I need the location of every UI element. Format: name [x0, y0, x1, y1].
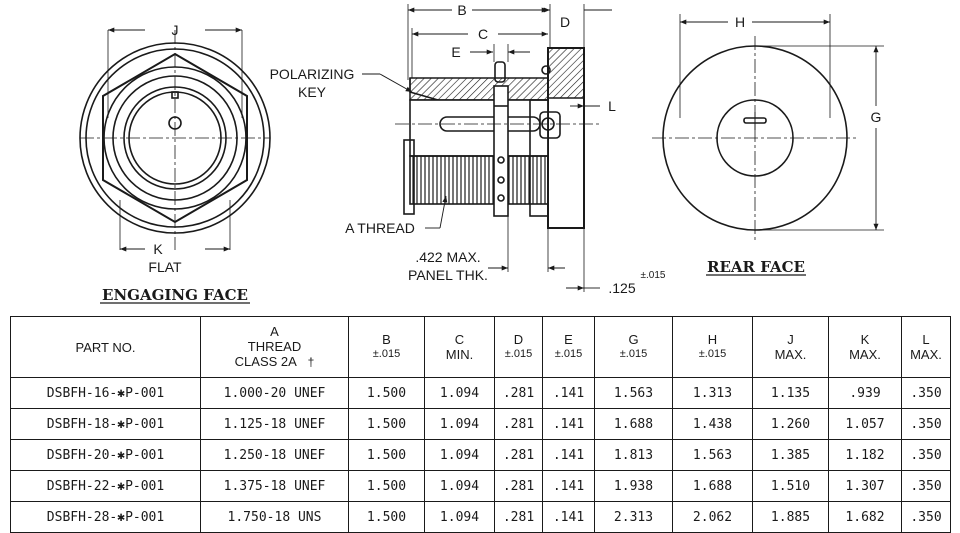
cell-g: 2.313 — [594, 501, 673, 533]
cell-g: 1.813 — [594, 439, 673, 471]
engaging-face-view — [79, 27, 271, 252]
header-b: B±.015 — [348, 316, 425, 378]
cell-thread: 1.000-20 UNEF — [200, 377, 349, 409]
cell-part-no: DSBFH-20-✱P-001 — [10, 439, 201, 471]
cell-k: .939 — [828, 377, 902, 409]
cell-e: .141 — [542, 377, 595, 409]
cell-part-no: DSBFH-28-✱P-001 — [10, 501, 201, 533]
cell-c: 1.094 — [424, 439, 495, 471]
table-row: DSBFH-16-✱P-001 1.000-20 UNEF 1.500 1.09… — [10, 377, 951, 409]
cell-l: .350 — [901, 439, 951, 471]
cell-c: 1.094 — [424, 470, 495, 502]
dim-g-label: G — [871, 109, 882, 125]
cell-j: 1.885 — [752, 501, 829, 533]
flange-tolerance-label: ±.015 — [641, 270, 666, 281]
cell-k: 1.307 — [828, 470, 902, 502]
cell-part-no: DSBFH-18-✱P-001 — [10, 408, 201, 440]
cell-d: .281 — [494, 501, 543, 533]
cell-h: 1.313 — [672, 377, 753, 409]
cell-e: .141 — [542, 439, 595, 471]
cell-l: .350 — [901, 501, 951, 533]
header-d: D±.015 — [494, 316, 543, 378]
cell-c: 1.094 — [424, 501, 495, 533]
connector-drawing: J K FLAT ENGAGING FACE — [79, 2, 884, 304]
cell-l: .350 — [901, 377, 951, 409]
cell-h: 1.563 — [672, 439, 753, 471]
dim-e-label: E — [451, 44, 460, 60]
cell-b: 1.500 — [348, 408, 425, 440]
cell-h: 2.062 — [672, 501, 753, 533]
dim-c-label: C — [478, 26, 488, 42]
polarizing-key-label: POLARIZING — [270, 66, 355, 82]
table-row: DSBFH-28-✱P-001 1.750-18 UNS 1.500 1.094… — [10, 501, 951, 533]
header-part-no: PART NO. — [10, 316, 201, 378]
flat-label: FLAT — [148, 259, 182, 275]
cell-g: 1.688 — [594, 408, 673, 440]
cell-l: .350 — [901, 470, 951, 502]
cell-j: 1.385 — [752, 439, 829, 471]
dagger-mark: † — [307, 355, 315, 369]
cell-thread: 1.250-18 UNEF — [200, 439, 349, 471]
table-row: DSBFH-22-✱P-001 1.375-18 UNEF 1.500 1.09… — [10, 470, 951, 502]
cell-thread: 1.750-18 UNS — [200, 501, 349, 533]
polarizing-key-label-line2: KEY — [298, 84, 327, 100]
cell-e: .141 — [542, 408, 595, 440]
flange-thickness-label: .125 — [608, 280, 635, 296]
cell-part-no: DSBFH-16-✱P-001 — [10, 377, 201, 409]
cell-b: 1.500 — [348, 470, 425, 502]
dim-b-label: B — [457, 2, 466, 18]
cell-j: 1.135 — [752, 377, 829, 409]
cell-d: .281 — [494, 408, 543, 440]
header-a-thread: A THREAD CLASS 2A † — [200, 316, 349, 378]
cell-d: .281 — [494, 439, 543, 471]
header-g: G±.015 — [594, 316, 673, 378]
cell-k: 1.057 — [828, 408, 902, 440]
dim-d-label: D — [560, 14, 570, 30]
table-row: DSBFH-18-✱P-001 1.125-18 UNEF 1.500 1.09… — [10, 408, 951, 440]
cell-g: 1.938 — [594, 470, 673, 502]
engaging-face-title: ENGAGING FACE — [102, 286, 248, 304]
dim-l-label: L — [608, 98, 616, 114]
cell-b: 1.500 — [348, 439, 425, 471]
cell-j: 1.510 — [752, 470, 829, 502]
cell-e: .141 — [542, 501, 595, 533]
side-view — [362, 4, 612, 292]
cell-g: 1.563 — [594, 377, 673, 409]
cell-k: 1.182 — [828, 439, 902, 471]
cell-part-no: DSBFH-22-✱P-001 — [10, 470, 201, 502]
rear-face-title: REAR FACE — [707, 258, 805, 276]
cell-thread: 1.375-18 UNEF — [200, 470, 349, 502]
panel-thickness-label: .422 MAX. — [415, 249, 480, 265]
cell-thread: 1.125-18 UNEF — [200, 408, 349, 440]
cell-h: 1.688 — [672, 470, 753, 502]
cell-c: 1.094 — [424, 377, 495, 409]
table-row: DSBFH-20-✱P-001 1.250-18 UNEF 1.500 1.09… — [10, 439, 951, 471]
panel-thickness-label-line2: PANEL THK. — [408, 267, 488, 283]
cell-k: 1.682 — [828, 501, 902, 533]
a-thread-label: A THREAD — [345, 220, 415, 236]
cell-j: 1.260 — [752, 408, 829, 440]
rear-face-view — [652, 14, 884, 240]
dim-j-label: J — [172, 22, 179, 38]
cell-b: 1.500 — [348, 501, 425, 533]
dim-h-label: H — [735, 14, 745, 30]
cell-l: .350 — [901, 408, 951, 440]
cell-b: 1.500 — [348, 377, 425, 409]
cell-d: .281 — [494, 470, 543, 502]
cell-c: 1.094 — [424, 408, 495, 440]
dim-k-label: K — [153, 241, 163, 257]
header-e: E±.015 — [542, 316, 595, 378]
cell-e: .141 — [542, 470, 595, 502]
cell-h: 1.438 — [672, 408, 753, 440]
cell-d: .281 — [494, 377, 543, 409]
header-h: H±.015 — [672, 316, 753, 378]
